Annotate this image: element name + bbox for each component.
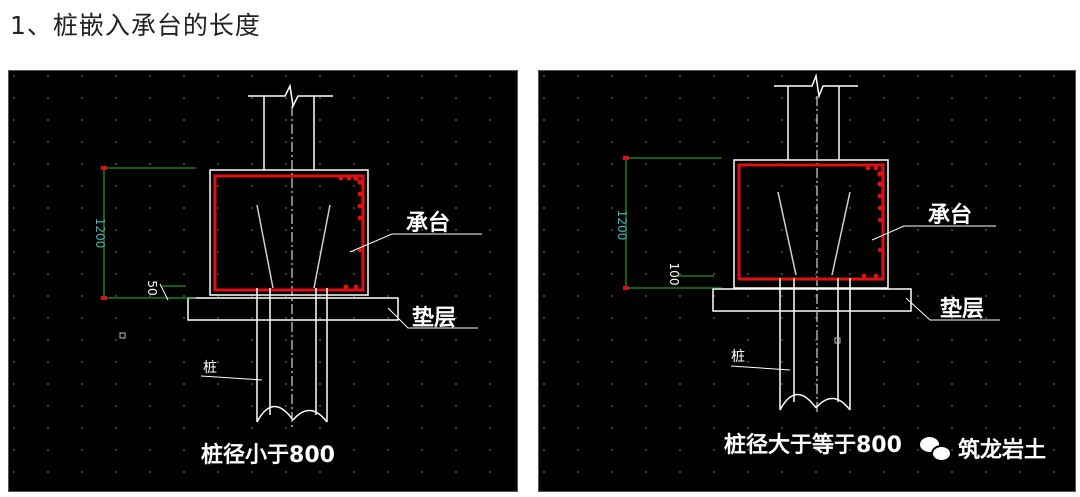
pile-cap-drawing-right: 1200 100 承台 垫层 桩 桩径大于等于800 xyxy=(538,70,1076,492)
cushion-layer xyxy=(712,288,912,312)
grid-dots xyxy=(538,70,1076,492)
caption-right: 桩径大于等于800 xyxy=(724,432,902,458)
rebar-dots xyxy=(338,175,363,290)
page-title: 1、桩嵌入承台的长度 xyxy=(10,11,261,40)
leader-lines xyxy=(730,225,1000,371)
diagram-panel-small-pile: 1200 50 承台 垫层 桩 桩径小于800 xyxy=(8,70,518,492)
dimension-ticks xyxy=(623,156,629,290)
pile-cap-drawing-left: 1200 50 承台 垫层 桩 桩径小于800 xyxy=(8,70,518,492)
watermark-text: 筑龙岩土 xyxy=(957,438,1046,463)
label-pile: 桩 xyxy=(731,348,745,365)
rebar-cage xyxy=(213,174,365,292)
dimension-lines xyxy=(103,167,196,299)
label-cushion: 垫层 xyxy=(940,296,984,322)
anchor-bars xyxy=(777,191,851,276)
label-pile: 桩 xyxy=(203,359,217,376)
label-cap: 承台 xyxy=(406,210,450,236)
caption-left: 桩径小于800 xyxy=(201,442,335,468)
dimension-lines xyxy=(625,157,722,289)
column xyxy=(774,73,858,160)
leader-lines xyxy=(200,233,482,381)
watermark: 筑龙岩土 xyxy=(919,432,1046,464)
pile xyxy=(256,288,328,423)
rebar-dots xyxy=(861,165,883,279)
dim-tick-small xyxy=(159,283,169,301)
dim-label-height: 1200 xyxy=(93,218,107,249)
wechat-icon xyxy=(919,435,952,462)
diagram-panel-large-pile: 1200 100 承台 垫层 桩 桩径大于等于800 筑龙岩土 xyxy=(538,70,1076,492)
label-cushion: 垫层 xyxy=(412,305,456,331)
rebar-cage xyxy=(737,163,885,281)
ucs-marker xyxy=(119,332,126,339)
dim-label-small: 50 xyxy=(145,280,159,295)
anchor-bars xyxy=(256,204,331,289)
ucs-marker xyxy=(834,337,841,344)
cap-outline xyxy=(733,159,889,289)
cap-outline xyxy=(209,169,369,296)
column xyxy=(248,83,333,170)
dim-label-small: 100 xyxy=(667,263,681,286)
pile xyxy=(779,278,851,411)
dim-label-height: 1200 xyxy=(615,210,629,241)
grid-dots xyxy=(8,70,518,492)
label-cap: 承台 xyxy=(928,202,972,228)
cushion-layer xyxy=(187,297,399,321)
dimension-ticks xyxy=(101,166,107,300)
